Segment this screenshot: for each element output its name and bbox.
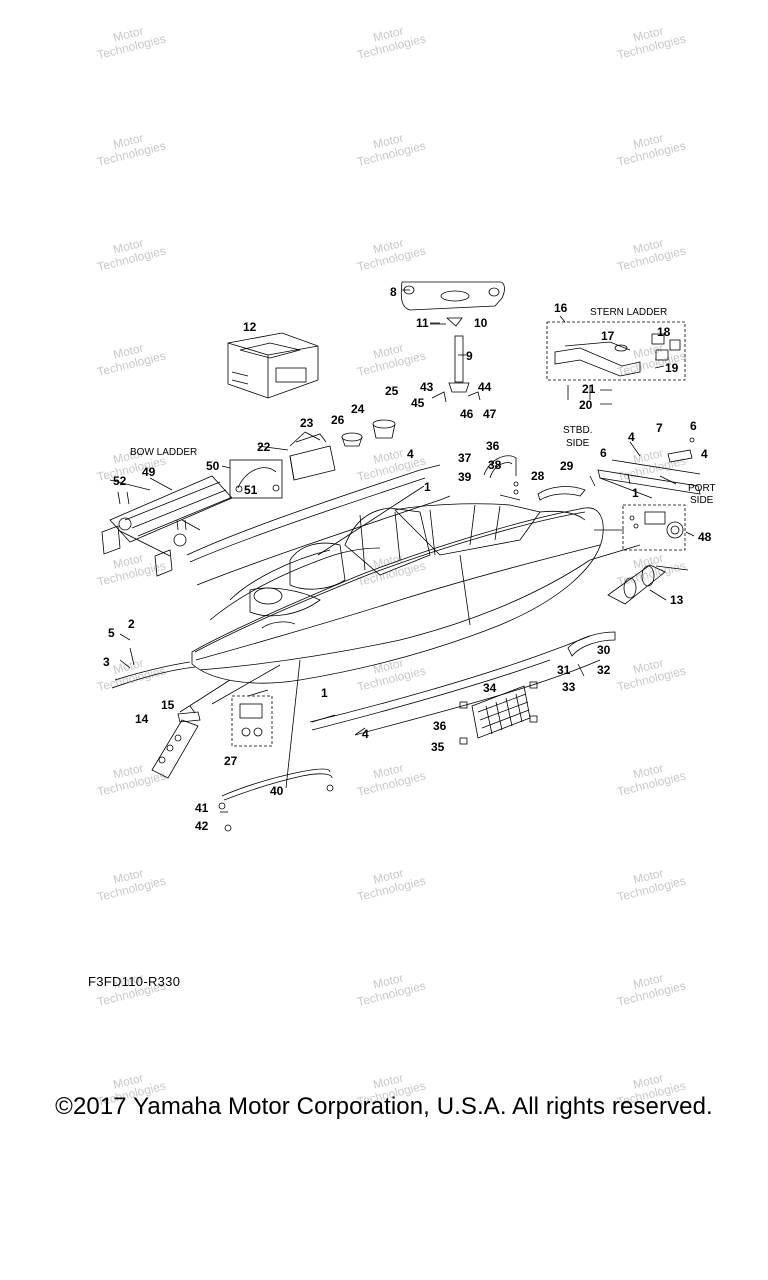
tow-hook [537, 475, 596, 501]
callout-47: 46 [460, 407, 474, 421]
drain-plug-assembly [622, 504, 686, 551]
callout-19: 19 [665, 361, 679, 375]
callout-33: 33 [562, 680, 576, 694]
callout-3: 3 [103, 655, 110, 669]
callout-40: 39 [458, 470, 472, 484]
callout-21: 21 [582, 382, 596, 396]
copyright-notice: ©2017 Yamaha Motor Corporation, U.S.A. A… [55, 1093, 713, 1120]
callout-numbers: 8 10 11 9 43 44 45 46 47 12 16 STERN LAD… [103, 285, 716, 833]
callout-52: 51 [244, 483, 258, 497]
storage-net [459, 681, 538, 745]
callout-48: 47 [483, 407, 497, 421]
callout-8: 9 [466, 349, 473, 363]
bow-ladder [101, 475, 233, 577]
callout-6a: 6 [690, 419, 697, 433]
grab-handle [229, 459, 283, 499]
callout-42: 41 [195, 801, 209, 815]
callout-41: 40 [270, 784, 284, 798]
cleat-assembly [607, 564, 689, 605]
callout-31: 31 [557, 663, 571, 677]
stbd-side-label-1: STBD. [563, 425, 592, 436]
callout-35: 35 [431, 740, 445, 754]
fuel-fill [231, 695, 273, 747]
callout-7: 7 [656, 421, 663, 435]
side-rail [597, 437, 701, 495]
callout-16: 16 [554, 301, 568, 315]
boat-hull [191, 503, 604, 684]
callout-24: 24 [351, 402, 365, 416]
bumper-guard [567, 631, 616, 677]
callout-34: 34 [483, 681, 497, 695]
callout-4b: 4 [628, 430, 635, 444]
callout-26: 26 [331, 413, 345, 427]
callout-1a: 1 [424, 480, 431, 494]
callout-27: 27 [224, 754, 238, 768]
stbd-side-label-2: SIDE [566, 438, 590, 449]
bow-ladder-label: BOW LADDER [130, 447, 197, 458]
callout-1c: 1 [321, 686, 328, 700]
callout-13: 13 [670, 593, 684, 607]
callout-29: 29 [560, 459, 574, 473]
diagram-code: F3FD110-R330 [88, 974, 181, 989]
callout-17: 17 [601, 329, 615, 343]
callout-28: 28 [531, 469, 545, 483]
callout-49: 48 [698, 530, 712, 544]
callout-30: 30 [597, 643, 611, 657]
callout-9: 8 [390, 285, 397, 299]
callout-53: 52 [113, 474, 127, 488]
callout-5: 5 [108, 626, 115, 640]
callout-2: 2 [128, 617, 135, 631]
callout-38: 37 [458, 451, 472, 465]
callout-1b: 1 [632, 486, 639, 500]
bow-cleat [151, 711, 201, 779]
callout-39: 38 [488, 458, 502, 472]
callout-11: 11 [416, 316, 429, 330]
callout-18: 18 [657, 325, 671, 339]
callout-15: 15 [161, 698, 175, 712]
callout-25: 25 [385, 384, 399, 398]
grab-rail [483, 455, 519, 495]
stern-ladder [546, 321, 686, 405]
callout-37: 36 [486, 439, 500, 453]
callout-45: 44 [478, 380, 492, 394]
callout-36: 36 [433, 719, 447, 733]
callout-23: 23 [300, 416, 314, 430]
cup-holders [289, 419, 396, 481]
port-side-label-2: SIDE [690, 495, 714, 506]
rub-rails [111, 464, 601, 736]
callout-50: 49 [142, 465, 156, 479]
callout-51: 50 [206, 459, 220, 473]
side-rail-41 [218, 768, 334, 832]
leader-lines [109, 289, 695, 813]
callout-6b: 6 [600, 446, 607, 460]
callout-20: 20 [579, 398, 593, 412]
callout-32: 32 [597, 663, 611, 677]
callout-4a: 4 [407, 447, 414, 461]
callout-12: 12 [243, 320, 257, 334]
port-side-label-1: PORT [688, 483, 716, 494]
callout-4d: 4 [362, 727, 369, 741]
table-assembly [400, 281, 505, 403]
stern-ladder-label: STERN LADDER [590, 307, 667, 318]
callout-44: 43 [420, 380, 434, 394]
callout-10: 10 [474, 316, 488, 330]
callout-4c: 4 [701, 447, 708, 461]
callout-43: 42 [195, 819, 209, 833]
callout-22: 22 [257, 440, 271, 454]
callout-14: 14 [135, 712, 149, 726]
cooler [227, 332, 319, 399]
callout-46: 45 [411, 396, 425, 410]
